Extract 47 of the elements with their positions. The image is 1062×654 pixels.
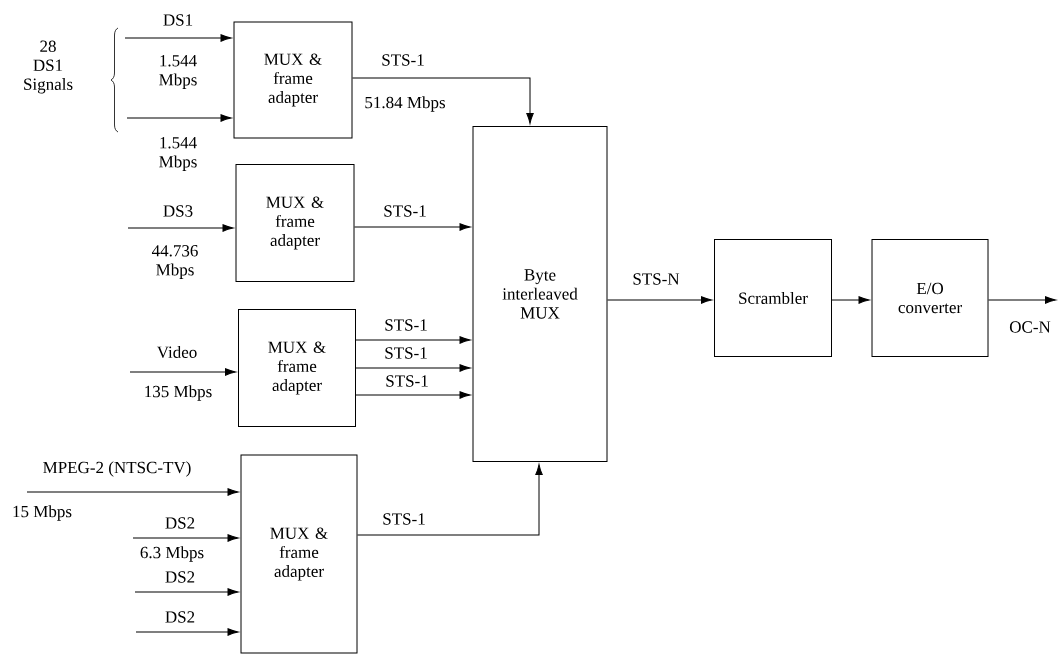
edge-label: STS-1 xyxy=(380,53,426,67)
edge-label: STS-1 xyxy=(381,512,427,526)
block-box: E/O converter xyxy=(871,239,989,357)
arrow xyxy=(127,224,234,232)
signal-label: 1.544 Mbps xyxy=(159,55,197,89)
signal-label: 51.84 Mbps xyxy=(365,96,445,112)
edge-label: STS-1 xyxy=(383,346,429,360)
arrow xyxy=(129,368,236,376)
arrow xyxy=(831,296,870,304)
edge-label: DS2 xyxy=(163,610,197,624)
signal-label: 44.736 Mbps xyxy=(151,245,198,279)
edge-label: DS2 xyxy=(163,516,197,530)
arrow xyxy=(124,34,232,42)
arrow xyxy=(132,534,239,542)
signal-label: 1.544 Mbps xyxy=(159,137,197,171)
edge-label: STS-1 xyxy=(383,318,429,332)
edge-label: Video xyxy=(155,345,199,360)
edge-label: STS-N xyxy=(631,272,681,286)
arrow xyxy=(126,114,232,122)
block-box: Byte interleaved MUX xyxy=(472,126,608,462)
signal-label: 15 Mbps xyxy=(13,505,72,521)
arrow xyxy=(355,364,471,372)
arrow xyxy=(352,77,534,124)
block-box: MUX & frame adapter xyxy=(233,21,353,139)
block-box: MUX & frame adapter xyxy=(238,309,356,427)
arrow xyxy=(988,296,1056,304)
edge-label: DS2 xyxy=(163,570,197,584)
block-box: MUX & frame adapter xyxy=(235,164,355,282)
edge-label: DS1 xyxy=(161,13,195,27)
arrow xyxy=(134,588,239,596)
arrow xyxy=(355,391,471,399)
arrow xyxy=(135,628,239,636)
arrow xyxy=(607,296,712,304)
block-box: MUX & frame adapter xyxy=(240,454,358,654)
edge-label: OC-N xyxy=(1008,320,1052,334)
edge-label: STS-1 xyxy=(384,374,430,388)
arrow xyxy=(354,223,471,231)
arrow xyxy=(26,488,239,496)
signal-label: 135 Mbps xyxy=(145,385,212,401)
signal-label: 6.3 Mbps xyxy=(140,546,204,562)
arrow xyxy=(357,464,543,536)
edge-label: STS-1 xyxy=(382,204,428,218)
edge-label: DS3 xyxy=(161,204,195,218)
edge-label: MPEG-2 (NTSC-TV) xyxy=(41,460,193,478)
block-box: Scrambler xyxy=(714,239,832,357)
signal-label: 28 DS1 Signals xyxy=(24,40,73,94)
arrow xyxy=(355,336,471,344)
